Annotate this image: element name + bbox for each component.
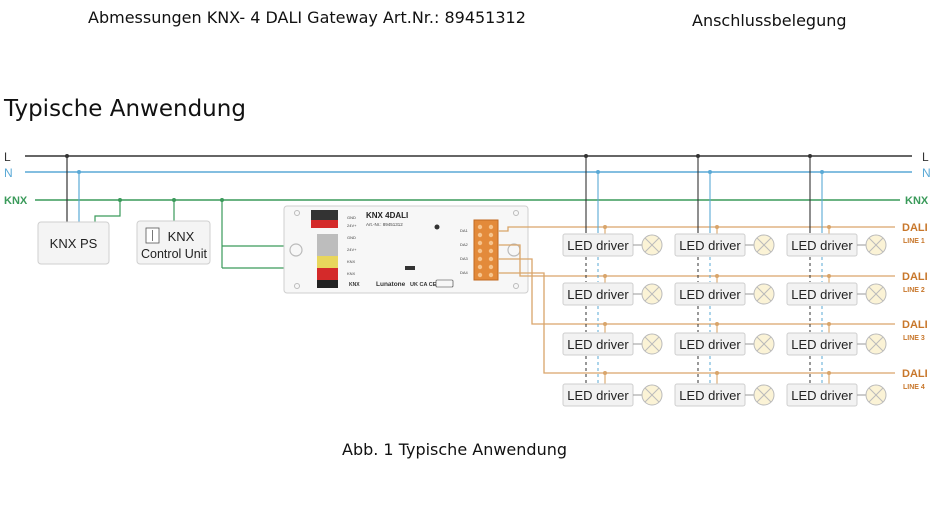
- lamp-cross: [868, 237, 884, 253]
- dali-network: DALI LINE 1 DALI LINE 2 DALI LINE 3 DALI LINE 4…: [498, 154, 928, 407]
- gateway-device: [283, 205, 529, 294]
- knx-logo: KNX: [349, 282, 360, 288]
- dali-line-4: [498, 272, 895, 374]
- junction-dot: [584, 154, 588, 158]
- terminal-left-1: 24V+: [347, 223, 357, 228]
- knx-ps-box: [37, 221, 110, 265]
- junction-dot: [715, 274, 719, 278]
- lamp-cross: [868, 336, 884, 352]
- lamp-cross: [644, 286, 660, 302]
- junction-dot: [715, 225, 719, 229]
- junction-dot: [603, 274, 607, 278]
- led-driver-label: LED driver: [567, 287, 629, 302]
- lamp-cross: [868, 286, 884, 302]
- led-driver-label: LED driver: [679, 238, 741, 253]
- document-title: Abmessungen KNX- 4 DALI Gateway Art.Nr.:…: [88, 8, 526, 27]
- gateway-title: KNX 4DALI: [366, 211, 408, 220]
- terminal-left-5: KNX: [347, 271, 356, 276]
- junction-dot: [827, 274, 831, 278]
- terminal-right-0: DA1: [460, 228, 469, 233]
- n-label-right: N: [922, 166, 931, 180]
- led-driver-label: LED driver: [791, 238, 853, 253]
- n-label-left: N: [4, 166, 13, 180]
- junction-dot: [596, 170, 600, 174]
- led-driver-label: LED driver: [679, 337, 741, 352]
- gateway-artnr: Art.-Nr.: 89451312: [366, 222, 403, 227]
- terminal-right-3: DA4: [460, 270, 469, 275]
- l-label-right: L: [922, 150, 929, 164]
- knx-ps-wiring: [65, 154, 122, 222]
- terminal-left-4: KNX: [347, 259, 356, 264]
- wiring-diagram: L N KNX L N KNX KNX PS KNX Control Unit: [4, 150, 931, 407]
- junction-dot: [827, 371, 831, 375]
- junction-dot: [820, 170, 824, 174]
- bus-lines: [25, 155, 912, 201]
- dali-line-2: [498, 244, 895, 277]
- lamp-cross: [644, 336, 660, 352]
- junction-dot: [696, 154, 700, 158]
- lamp-cross: [644, 237, 660, 253]
- junction-dot: [708, 170, 712, 174]
- led-driver-label: LED driver: [679, 287, 741, 302]
- junction-dot: [603, 322, 607, 326]
- terminal-left-0: GND: [347, 215, 356, 220]
- dali-line-number: LINE 4: [903, 384, 925, 391]
- led-driver-label: LED driver: [567, 337, 629, 352]
- terminal-right-2: DA3: [460, 256, 469, 261]
- lamp-cross: [756, 237, 772, 253]
- junction-dot: [603, 225, 607, 229]
- dali-line-3: [498, 258, 895, 325]
- led-driver-label: LED driver: [791, 337, 853, 352]
- control-unit-line1: KNX: [168, 229, 195, 244]
- dali-line-number: LINE 2: [903, 287, 925, 294]
- dali-line-label: DALI: [902, 368, 928, 380]
- terminal-left-3: 24V+: [347, 247, 357, 252]
- knx-ps-label: KNX PS: [50, 236, 98, 251]
- control-unit-line2: Control Unit: [141, 247, 208, 261]
- mount-hole-icon: [289, 243, 303, 257]
- lamp-cross: [756, 336, 772, 352]
- knx-label-left: KNX: [4, 195, 28, 207]
- lamp-cross: [644, 387, 660, 403]
- led-driver-label: LED driver: [567, 388, 629, 403]
- junction-dot: [827, 322, 831, 326]
- dali-line-label: DALI: [902, 271, 928, 283]
- section-title: Typische Anwendung: [4, 96, 246, 122]
- junction-dot: [715, 371, 719, 375]
- pin-assignment-heading: Anschlussbelegung: [692, 11, 847, 30]
- junction-dot: [808, 154, 812, 158]
- led-driver-label: LED driver: [791, 287, 853, 302]
- dali-line-number: LINE 1: [903, 238, 925, 245]
- dali-line-label: DALI: [902, 222, 928, 234]
- led-driver-label: LED driver: [679, 388, 741, 403]
- figure-caption: Abb. 1 Typische Anwendung: [342, 440, 567, 459]
- knx-label-right: KNX: [905, 195, 929, 207]
- lamp-cross: [868, 387, 884, 403]
- terminal-right-1: DA2: [460, 242, 469, 247]
- lunatone-brand: Lunatone: [376, 281, 406, 288]
- certification-marks: UK CA CE: [410, 282, 437, 288]
- dali-line-1: [498, 226, 895, 232]
- junction-dot: [603, 371, 607, 375]
- junction-dot: [827, 225, 831, 229]
- junction-dot: [715, 322, 719, 326]
- dali-line-label: DALI: [902, 319, 928, 331]
- led-driver-label: LED driver: [791, 388, 853, 403]
- led-driver-label: LED driver: [567, 238, 629, 253]
- dali-line-number: LINE 3: [903, 335, 925, 342]
- l-label-left: L: [4, 150, 11, 164]
- lamp-cross: [756, 387, 772, 403]
- terminal-left-2: GND: [347, 235, 356, 240]
- lamp-cross: [756, 286, 772, 302]
